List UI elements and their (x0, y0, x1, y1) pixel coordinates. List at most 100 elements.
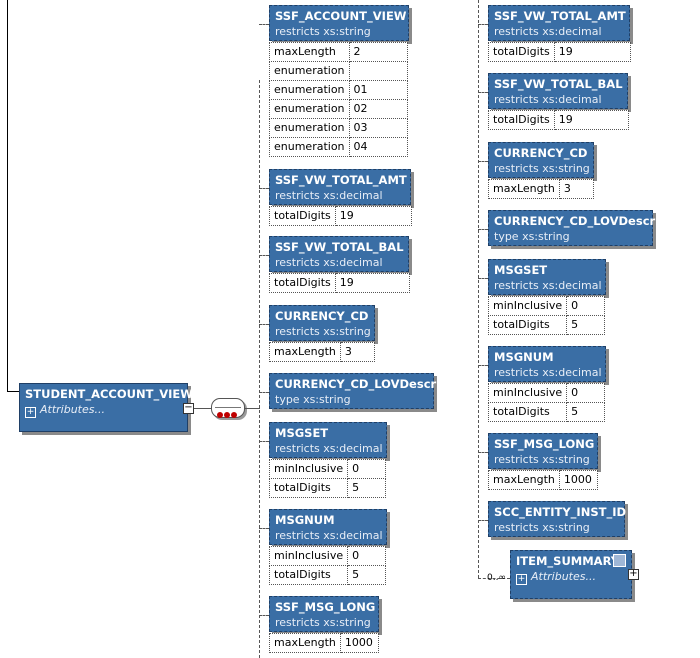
right-element-type: restricts xs:string (494, 162, 590, 175)
facet-name: enumeration (269, 137, 350, 157)
facet-name: enumeration (269, 80, 350, 100)
facet-row: enumeration (269, 61, 408, 81)
root-collapse-minus-icon[interactable]: − (183, 402, 194, 414)
left-element-name: MSGSET (275, 426, 329, 440)
left-element-box[interactable]: MSGNUM restricts xs:decimal (269, 509, 387, 545)
left-element-box[interactable]: SSF_ACCOUNT_VIEW restricts xs:string (269, 5, 409, 41)
right-connector (478, 24, 488, 25)
facet-value: 5 (566, 402, 606, 422)
facet-value: 04 (348, 137, 408, 157)
facet-value: 19 (553, 110, 629, 130)
facet-value: 03 (348, 118, 408, 138)
facet-name: minInclusive (268, 546, 349, 566)
facet-value: 5 (566, 315, 606, 335)
left-connector (259, 528, 269, 529)
right-element-box[interactable]: CURRENCY_CD restricts xs:string (488, 142, 594, 178)
facet-name: minInclusive (487, 296, 568, 316)
facet-name: totalDigits (268, 478, 349, 498)
facet-name: totalDigits (488, 110, 555, 130)
facet-value: 19 (553, 42, 631, 62)
left-connector (259, 615, 269, 616)
left-element-type: restricts xs:decimal (275, 256, 383, 269)
left-element-type: type xs:string (275, 393, 351, 406)
left-element-name: CURRENCY_CD (275, 309, 369, 323)
facet-name: maxLength (269, 342, 341, 362)
facet-value: 0 (566, 383, 606, 403)
right-element-type: restricts xs:decimal (494, 93, 602, 106)
facet-value: 1000 (339, 633, 379, 653)
item-summary-attributes-label: Attributes... (531, 570, 596, 583)
left-element-box[interactable]: CURRENCY_CD restricts xs:string (269, 305, 375, 341)
facet-name: minInclusive (487, 383, 568, 403)
expand-plus-icon[interactable]: + (516, 574, 527, 585)
right-element-type: restricts xs:decimal (494, 366, 602, 379)
left-element-box[interactable]: SSF_VW_TOTAL_AMT restricts xs:decimal (269, 169, 411, 205)
root-attributes[interactable]: + Attributes... (25, 402, 182, 418)
expand-plus-icon[interactable]: + (25, 407, 36, 418)
facet-name: minInclusive (268, 459, 349, 479)
facet-name: maxLength (488, 179, 560, 199)
facet-name: enumeration (269, 61, 350, 81)
facet-name: enumeration (269, 99, 350, 119)
facet-value (348, 61, 408, 81)
root-element-box[interactable]: STUDENT_ACCOUNT_VIEW +Attributes... (19, 383, 193, 432)
document-icon (613, 554, 626, 567)
root-connector-vertical (7, 0, 8, 391)
left-element-name: SSF_ACCOUNT_VIEW (275, 9, 407, 23)
left-element-name: CURRENCY_CD_LOVDescr (275, 377, 437, 391)
item-summary-attributes[interactable]: + Attributes... (516, 569, 626, 585)
left-element-name: SSF_MSG_LONG (275, 600, 376, 614)
left-connector (259, 392, 269, 393)
right-element-name: SSF_VW_TOTAL_AMT (494, 9, 626, 23)
left-element-name: SSF_VW_TOTAL_AMT (275, 173, 407, 187)
right-element-name: CURRENCY_CD (494, 146, 588, 160)
sequence-compositor[interactable] (211, 398, 245, 418)
facet-name: totalDigits (487, 315, 568, 335)
right-element-name: CURRENCY_CD_LOVDescr (494, 214, 656, 228)
right-element-box[interactable]: MSGNUM restricts xs:decimal (488, 346, 606, 382)
right-element-name: MSGNUM (494, 350, 554, 364)
right-connector (478, 520, 488, 521)
right-element-type: restricts xs:string (494, 453, 590, 466)
right-element-type: type xs:string (494, 230, 570, 243)
facet-value: 3 (339, 342, 375, 362)
left-element-type: restricts xs:string (275, 25, 371, 38)
right-connector (478, 229, 488, 230)
item-summary-box[interactable]: ITEM_SUMMARY +Attributes... (510, 550, 632, 599)
left-element-type: restricts xs:decimal (275, 529, 383, 542)
item-summary-expand-icon[interactable]: + (628, 568, 639, 580)
root-attributes-label: Attributes... (40, 403, 105, 416)
root-connector-horizontal (7, 391, 20, 392)
facet-value: 5 (347, 565, 387, 585)
facet-name: maxLength (488, 470, 560, 490)
left-element-type: restricts xs:decimal (275, 189, 383, 202)
left-element-type: restricts xs:string (275, 325, 371, 338)
left-element-name: MSGNUM (275, 513, 335, 527)
